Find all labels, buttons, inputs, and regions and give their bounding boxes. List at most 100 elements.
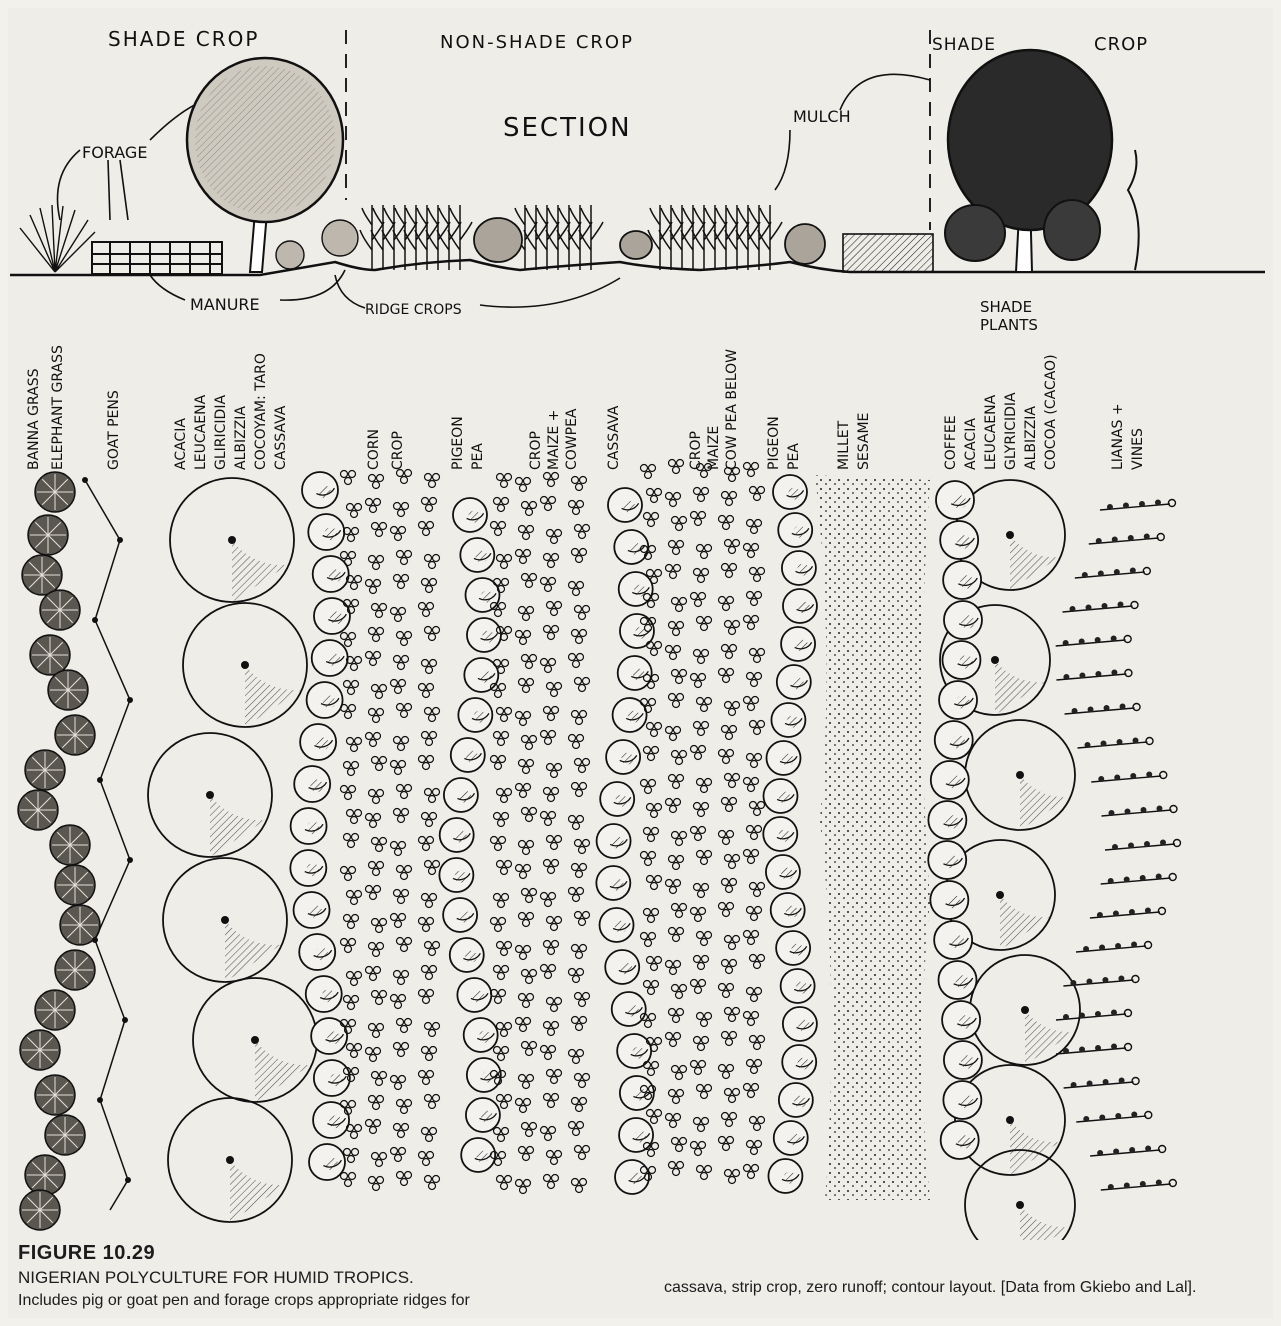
- plant-circle: [773, 475, 807, 509]
- crop-symbol: [494, 894, 509, 908]
- grass-clump-plan: [40, 590, 80, 630]
- crop-symbol: [497, 942, 512, 956]
- crop-symbol: [719, 903, 734, 917]
- column-label: PEA: [786, 443, 802, 470]
- plant-circle: [608, 488, 642, 522]
- vine-sprig: [1056, 1010, 1132, 1021]
- crop-symbol: [572, 549, 587, 563]
- grass-clump-plan: [50, 825, 90, 865]
- crop-symbol: [347, 810, 362, 824]
- crop-symbol: [547, 683, 562, 697]
- crop-symbol: [725, 774, 740, 788]
- crop-symbol: [522, 1123, 537, 1137]
- crop-symbol: [497, 1023, 512, 1037]
- crop-symbol: [691, 908, 706, 922]
- crop-symbol: [369, 1177, 384, 1191]
- pen-post: [127, 857, 133, 863]
- crop-symbol: [344, 996, 359, 1010]
- crop-symbol: [722, 1032, 737, 1046]
- crop-symbol: [672, 1066, 687, 1080]
- crop-symbol: [644, 747, 659, 761]
- crop-symbol: [391, 680, 406, 694]
- crop-symbol: [722, 492, 737, 506]
- crop-symbol: [394, 656, 409, 670]
- column-label: MAIZE +: [546, 410, 562, 470]
- column-label: MILLET: [836, 420, 852, 470]
- crop-symbol: [369, 1024, 384, 1038]
- plant-circle: [944, 1041, 982, 1079]
- corn-plant: [382, 205, 406, 270]
- column-label: CASSAVA: [606, 405, 622, 470]
- crop-symbol: [419, 837, 434, 851]
- crop-symbol: [425, 1095, 440, 1109]
- plant-circle: [766, 855, 800, 889]
- crop-symbol: [391, 995, 406, 1009]
- crop-symbol: [647, 1110, 662, 1124]
- crop-symbol: [725, 540, 740, 554]
- crop-symbol: [547, 1070, 562, 1084]
- crop-symbol: [397, 866, 412, 880]
- crop-symbol: [519, 913, 534, 927]
- callout-ridge-crops: RIDGE CROPS: [365, 302, 462, 318]
- crop-symbol: [722, 798, 737, 812]
- crop-symbol: [697, 698, 712, 712]
- crop-symbol: [672, 832, 687, 846]
- tree-canopy: [170, 478, 294, 602]
- plant-circle: [443, 898, 477, 932]
- corn-plant: [360, 205, 384, 270]
- vine-sprig: [1063, 602, 1139, 613]
- goat-pen-line: [85, 480, 130, 1210]
- label-shade-right: SHADE: [932, 35, 996, 55]
- crop-symbol: [572, 783, 587, 797]
- crop-symbol: [647, 489, 662, 503]
- crop-symbol: [422, 660, 437, 674]
- plant-circle: [783, 1007, 817, 1041]
- crop-symbol: [516, 712, 531, 726]
- crop-symbol: [519, 1147, 534, 1161]
- crop-symbol: [341, 471, 356, 485]
- plant-circle: [779, 1083, 813, 1117]
- crop-symbol: [369, 790, 384, 804]
- crop-symbol: [691, 1142, 706, 1156]
- crop-symbol: [425, 708, 440, 722]
- millet-sesame-strip: [815, 475, 930, 1200]
- plant-circle: [314, 598, 350, 634]
- corn-plant: [568, 205, 592, 270]
- vine-sprig: [1105, 840, 1181, 851]
- crop-symbol: [575, 678, 590, 692]
- crop-symbol: [669, 856, 684, 870]
- crop-symbol: [494, 498, 509, 512]
- crop-symbol: [516, 1099, 531, 1113]
- plant-circle: [600, 782, 634, 816]
- plant-circle: [782, 551, 816, 585]
- crop-symbol: [744, 616, 759, 630]
- crop-symbol: [516, 946, 531, 960]
- pen-post: [97, 777, 103, 783]
- column-label: CASSAVA: [273, 405, 289, 470]
- crop-symbol: [666, 565, 681, 579]
- vine-sprig: [1076, 1112, 1152, 1123]
- crop-symbol: [397, 632, 412, 646]
- crop-symbol: [575, 840, 590, 854]
- crop-symbol: [575, 1146, 590, 1160]
- crop-symbol: [369, 709, 384, 723]
- grass-clump-plan: [28, 515, 68, 555]
- crop-symbol: [744, 1165, 759, 1179]
- crop-symbol: [744, 931, 759, 945]
- crop-symbol: [369, 943, 384, 957]
- corn-plant: [670, 205, 694, 270]
- plant-circle: [941, 1121, 979, 1159]
- crop-symbol: [666, 493, 681, 507]
- crop-symbol: [669, 622, 684, 636]
- crop-symbol: [744, 850, 759, 864]
- crop-symbol: [725, 855, 740, 869]
- corn-plant: [393, 205, 417, 270]
- pen-post: [127, 697, 133, 703]
- crop-symbol: [694, 884, 709, 898]
- crop-symbol: [516, 631, 531, 645]
- plant-circle: [596, 866, 630, 900]
- crop-symbol: [372, 1072, 387, 1086]
- crop-symbol: [494, 1128, 509, 1142]
- crop-symbol: [569, 888, 584, 902]
- crop-symbol: [694, 1118, 709, 1132]
